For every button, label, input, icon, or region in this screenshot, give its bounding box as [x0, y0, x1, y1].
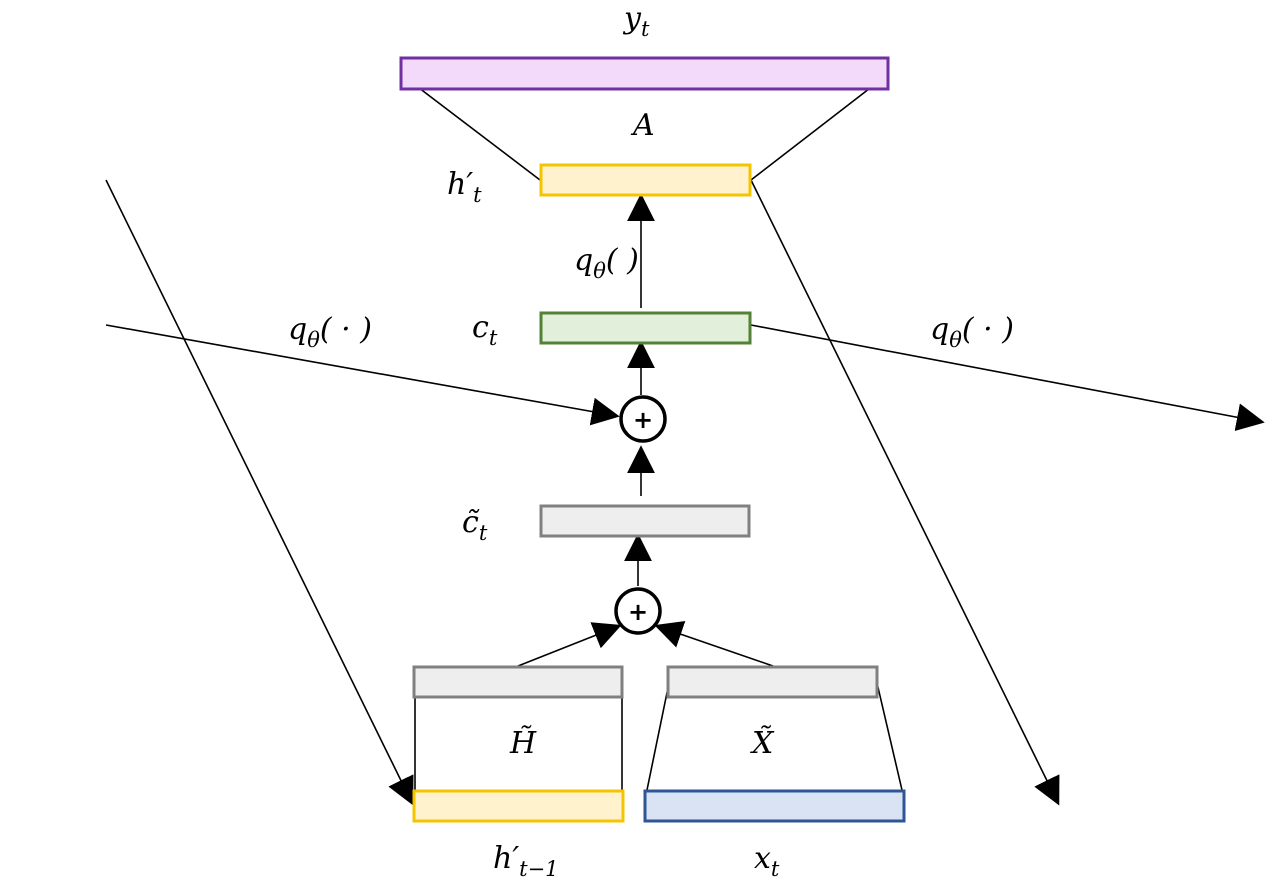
- cell-state-arrow-in: [105, 324, 620, 426]
- hidden-state-box: [539, 163, 752, 197]
- recurrent-arrow-out: [750, 179, 1060, 806]
- plus-operator-top: +: [619, 395, 667, 443]
- arrow-xtilde-to-plus: [654, 620, 774, 667]
- plus-operator-bottom: +: [614, 587, 662, 635]
- label-ctilde-t: c̃t: [462, 505, 488, 545]
- xtilde-box: [666, 665, 879, 699]
- input-box: [643, 789, 906, 823]
- projection-line-left: [401, 74, 541, 181]
- label-h-prev: h′t−1: [493, 841, 559, 881]
- candidate-cell-box: [539, 504, 751, 538]
- recurrent-arrow-in: [105, 179, 414, 806]
- xtilde-line-left: [646, 682, 670, 791]
- label-x-t: xt: [754, 841, 780, 881]
- label-xtilde: X̃: [750, 726, 775, 761]
- label-h-t: h′t: [447, 167, 482, 207]
- output-box: [399, 56, 890, 91]
- arrow-htilde-to-plus: [517, 622, 622, 667]
- label-htilde: H̃: [509, 726, 537, 761]
- label-A: A: [630, 108, 655, 143]
- label-y-t: yt: [622, 1, 650, 41]
- svg-text:+: +: [633, 406, 653, 434]
- cell-state-box: [539, 311, 752, 345]
- label-q-middle: qθ( ): [574, 243, 639, 283]
- projection-line-right: [750, 74, 888, 181]
- label-q-right: qθ( · ): [930, 312, 1014, 352]
- prev-hidden-box: [412, 789, 625, 823]
- label-c-t: ct: [472, 310, 498, 350]
- cell-state-arrow-out: [750, 324, 1265, 432]
- htilde-box: [412, 665, 624, 699]
- xtilde-line-right: [876, 682, 903, 791]
- label-q-left: qθ( · ): [288, 312, 372, 352]
- svg-text:+: +: [628, 598, 648, 626]
